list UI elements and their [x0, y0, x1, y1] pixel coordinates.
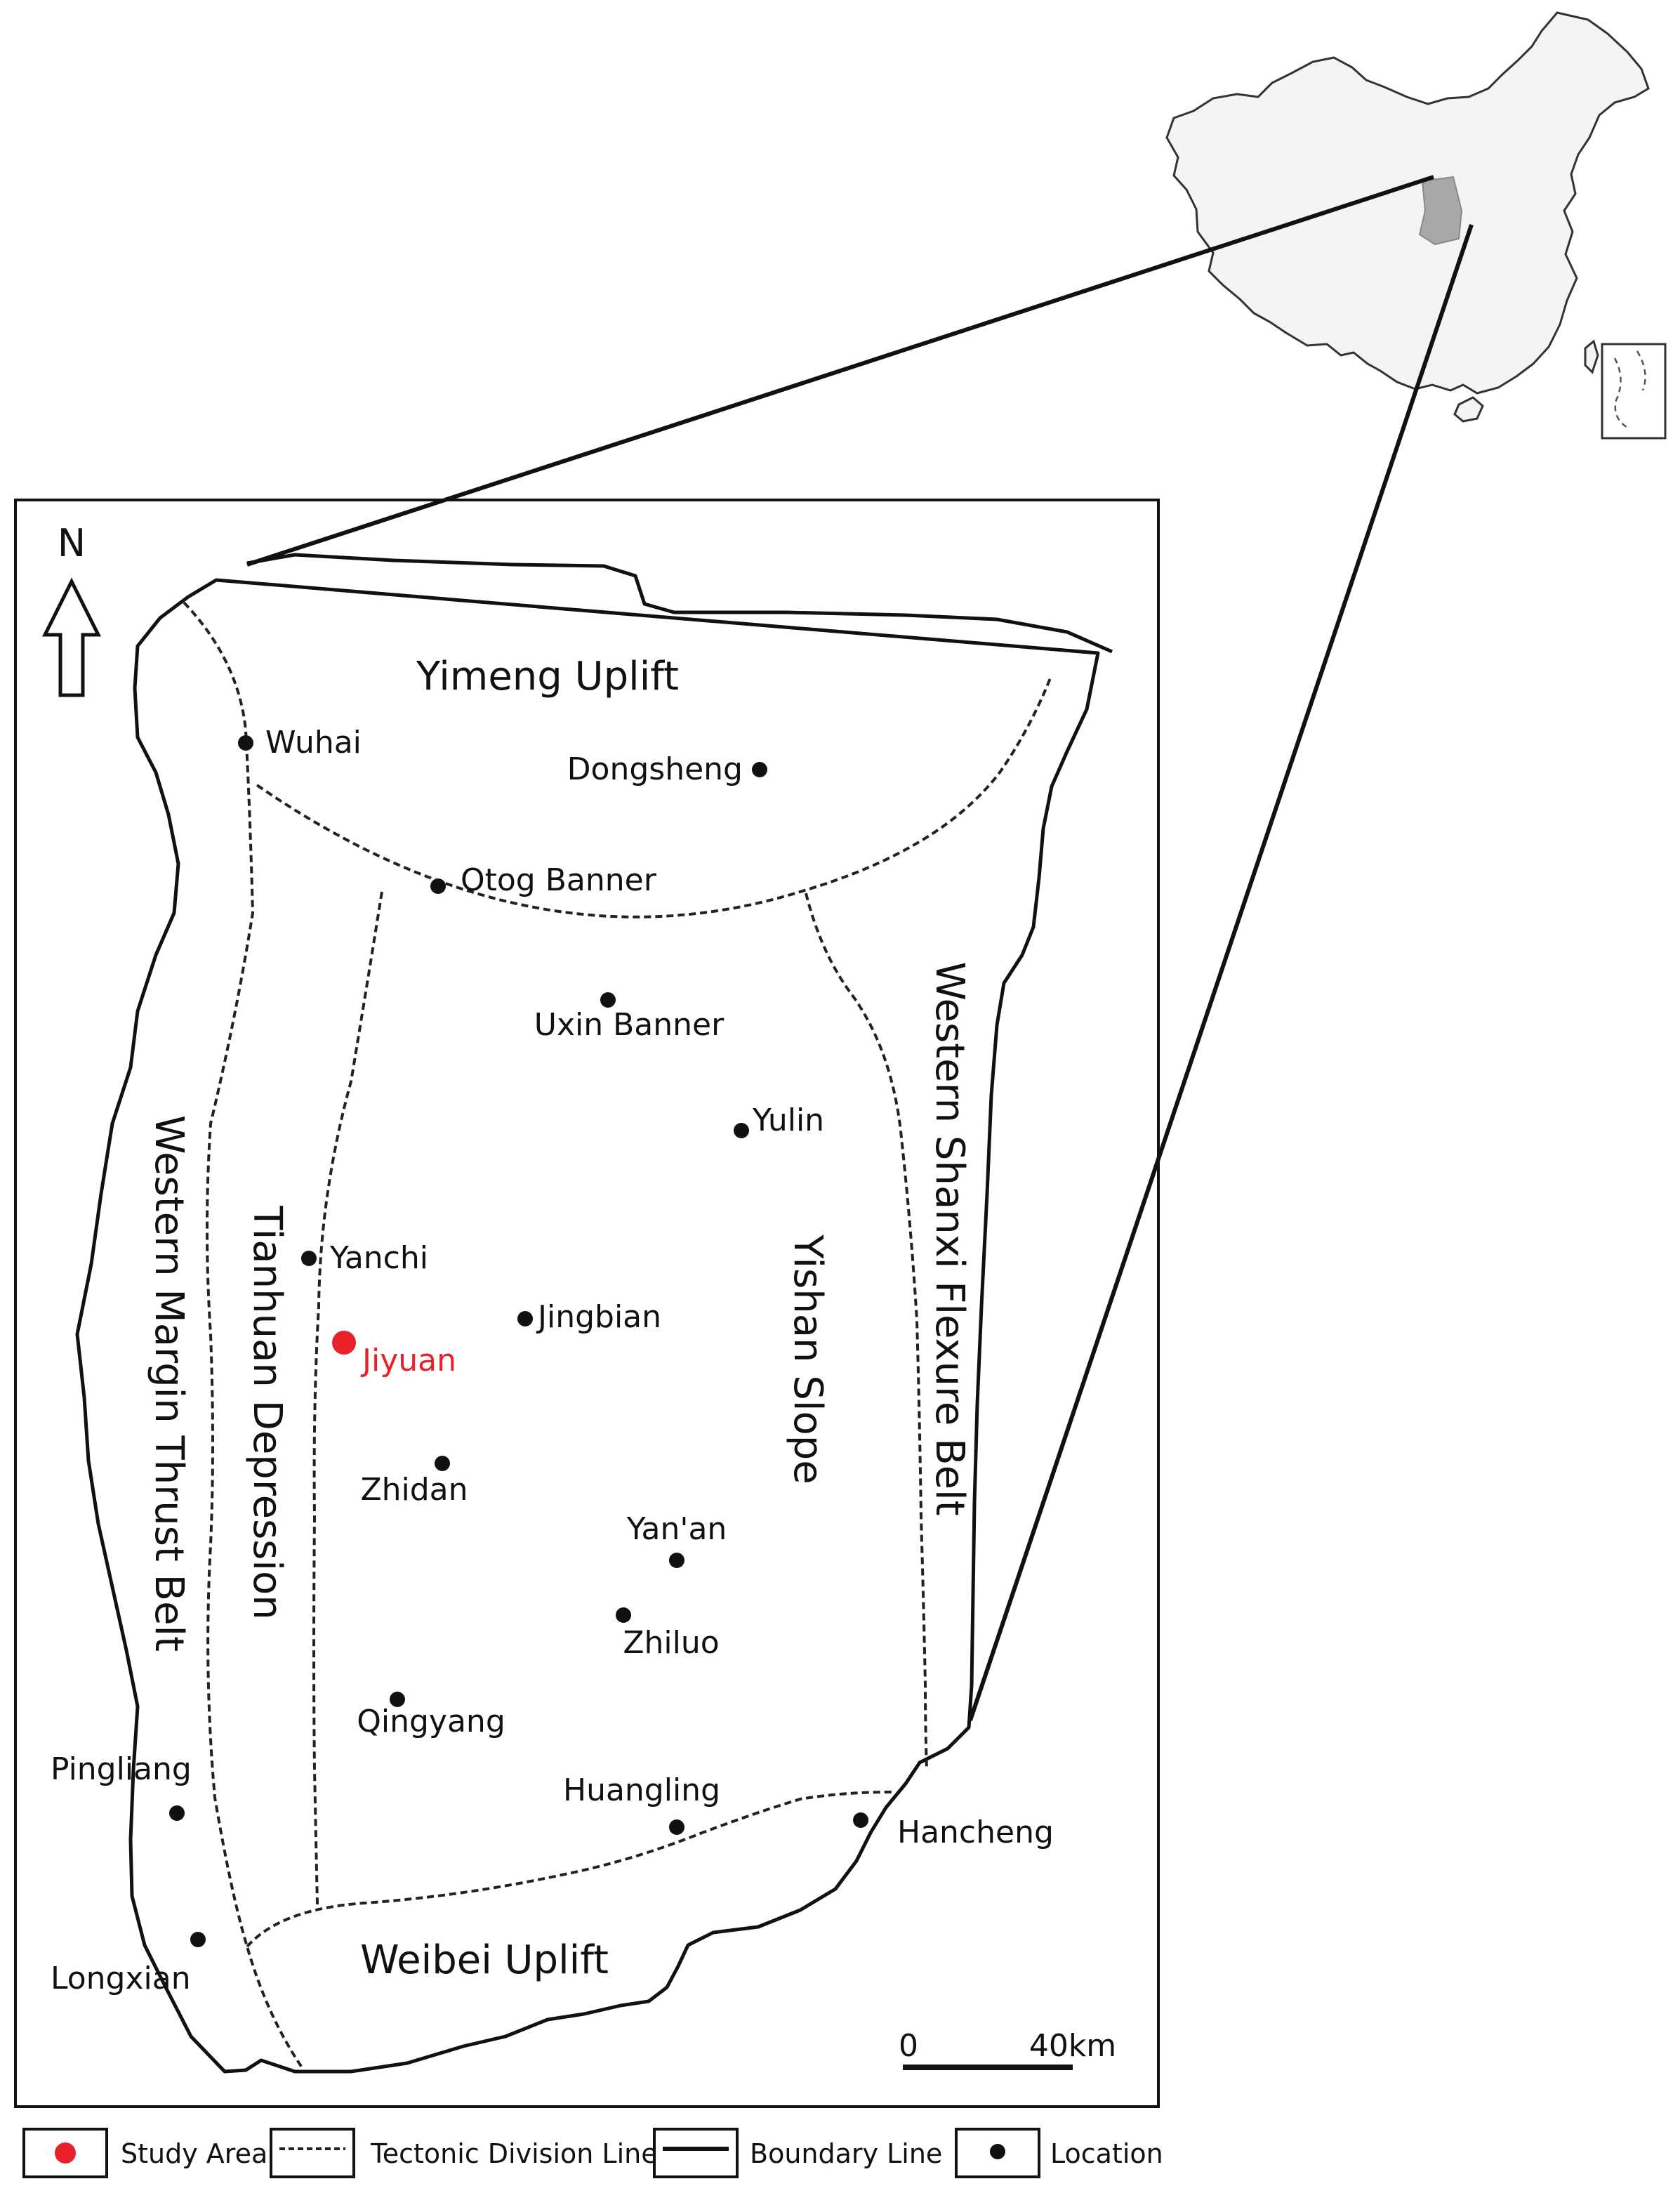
location-dot-hancheng: [853, 1812, 868, 1828]
location-dot-huangling: [669, 1819, 684, 1835]
study-region-highlight: [1418, 176, 1463, 246]
region-label-western-margin: Western Margin Thrust Belt: [146, 1115, 192, 1652]
location-dot-yanan: [669, 1553, 684, 1568]
location-dot-jingbian: [517, 1311, 533, 1326]
location-dot-dongsheng: [752, 762, 767, 777]
taiwan-island: [1584, 339, 1599, 374]
place-label-zhidan: Zhidan: [360, 1472, 468, 1508]
tectonic-line-east: [805, 893, 928, 1770]
place-label-pingliang: Pingliang: [51, 1751, 192, 1787]
legend-box-boundary: [653, 2128, 739, 2178]
legend-study-area-icon: [55, 2142, 76, 2164]
legend: Study Area Tectonic Division Line Bounda…: [22, 2128, 1163, 2178]
china-outline: [1165, 11, 1650, 395]
legend-label-boundary: Boundary Line: [750, 2138, 942, 2169]
north-arrow-icon: [41, 577, 102, 697]
location-dot-yanchi: [301, 1251, 317, 1266]
tectonic-division-lines: [183, 601, 1052, 2069]
region-label-yishan: Yishan Slope: [785, 1234, 831, 1484]
place-label-uxin: Uxin Banner: [534, 1007, 725, 1043]
region-label-western-shanxi: Western Shanxi Flexure Belt: [927, 961, 972, 1515]
south-china-sea-dashes: [1613, 350, 1646, 430]
place-label-yanchi: Yanchi: [329, 1240, 428, 1276]
legend-label-study-area: Study Area: [121, 2138, 267, 2169]
scale-bar: 0 40km: [899, 2028, 1116, 2070]
zoom-line-top: [246, 175, 1434, 567]
location-dot-zhiluo: [616, 1607, 631, 1623]
scale-label-zero: 0: [899, 2028, 918, 2064]
place-label-wuhai: Wuhai: [265, 725, 362, 761]
place-label-jiyuan: Jiyuan: [360, 1343, 456, 1378]
south-china-sea-inset: [1601, 343, 1667, 440]
zoom-line-bottom: [968, 224, 1474, 1721]
scale-label-end: 40km: [1029, 2028, 1116, 2064]
region-label-yimeng: Yimeng Uplift: [416, 654, 679, 699]
china-inset: [1165, 11, 1667, 440]
place-label-qingyang: Qingyang: [357, 1704, 505, 1739]
hainan-island: [1453, 396, 1484, 423]
basin-boundary: [75, 553, 1113, 2074]
location-dot-otog: [430, 878, 446, 894]
tectonic-line-yimeng-south: [256, 678, 1052, 918]
place-label-otog: Otog Banner: [461, 862, 657, 898]
location-dot-qingyang: [390, 1692, 405, 1707]
place-label-dongsheng: Dongsheng: [567, 751, 743, 787]
legend-label-tectonic: Tectonic Division Line: [370, 2138, 658, 2169]
legend-location-icon: [990, 2144, 1005, 2159]
location-dot-longxian: [190, 1932, 206, 1947]
study-area-dot-jiyuan: [332, 1331, 356, 1355]
tectonic-line-west-outer: [183, 601, 303, 2069]
legend-box-tectonic: [270, 2128, 355, 2178]
tectonic-line-west-inner: [312, 891, 383, 1905]
place-label-zhiluo: Zhiluo: [623, 1625, 719, 1661]
tectonic-line-weibei: [246, 1791, 892, 1948]
north-arrow: N: [41, 521, 102, 697]
region-label-tianhuan: Tianhuan Depression: [244, 1205, 290, 1619]
place-label-yanan: Yan'an: [626, 1511, 727, 1547]
north-label: N: [58, 521, 86, 565]
location-dot-yulin: [734, 1123, 749, 1138]
place-label-longxian: Longxian: [51, 1961, 191, 1996]
location-dot-pingliang: [169, 1805, 185, 1821]
place-label-huangling: Huangling: [563, 1772, 720, 1808]
place-label-yulin: Yulin: [752, 1102, 824, 1138]
location-markers: [169, 735, 868, 1947]
legend-label-location: Location: [1050, 2138, 1163, 2169]
place-label-jingbian: Jingbian: [536, 1299, 661, 1335]
location-dot-uxin: [600, 992, 616, 1008]
place-label-hancheng: Hancheng: [897, 1815, 1054, 1850]
location-dot-zhidan: [435, 1456, 450, 1471]
location-dot-wuhai: [238, 735, 253, 751]
region-label-weibei: Weibei Uplift: [360, 1937, 609, 1983]
map-frame: [14, 499, 1160, 2108]
